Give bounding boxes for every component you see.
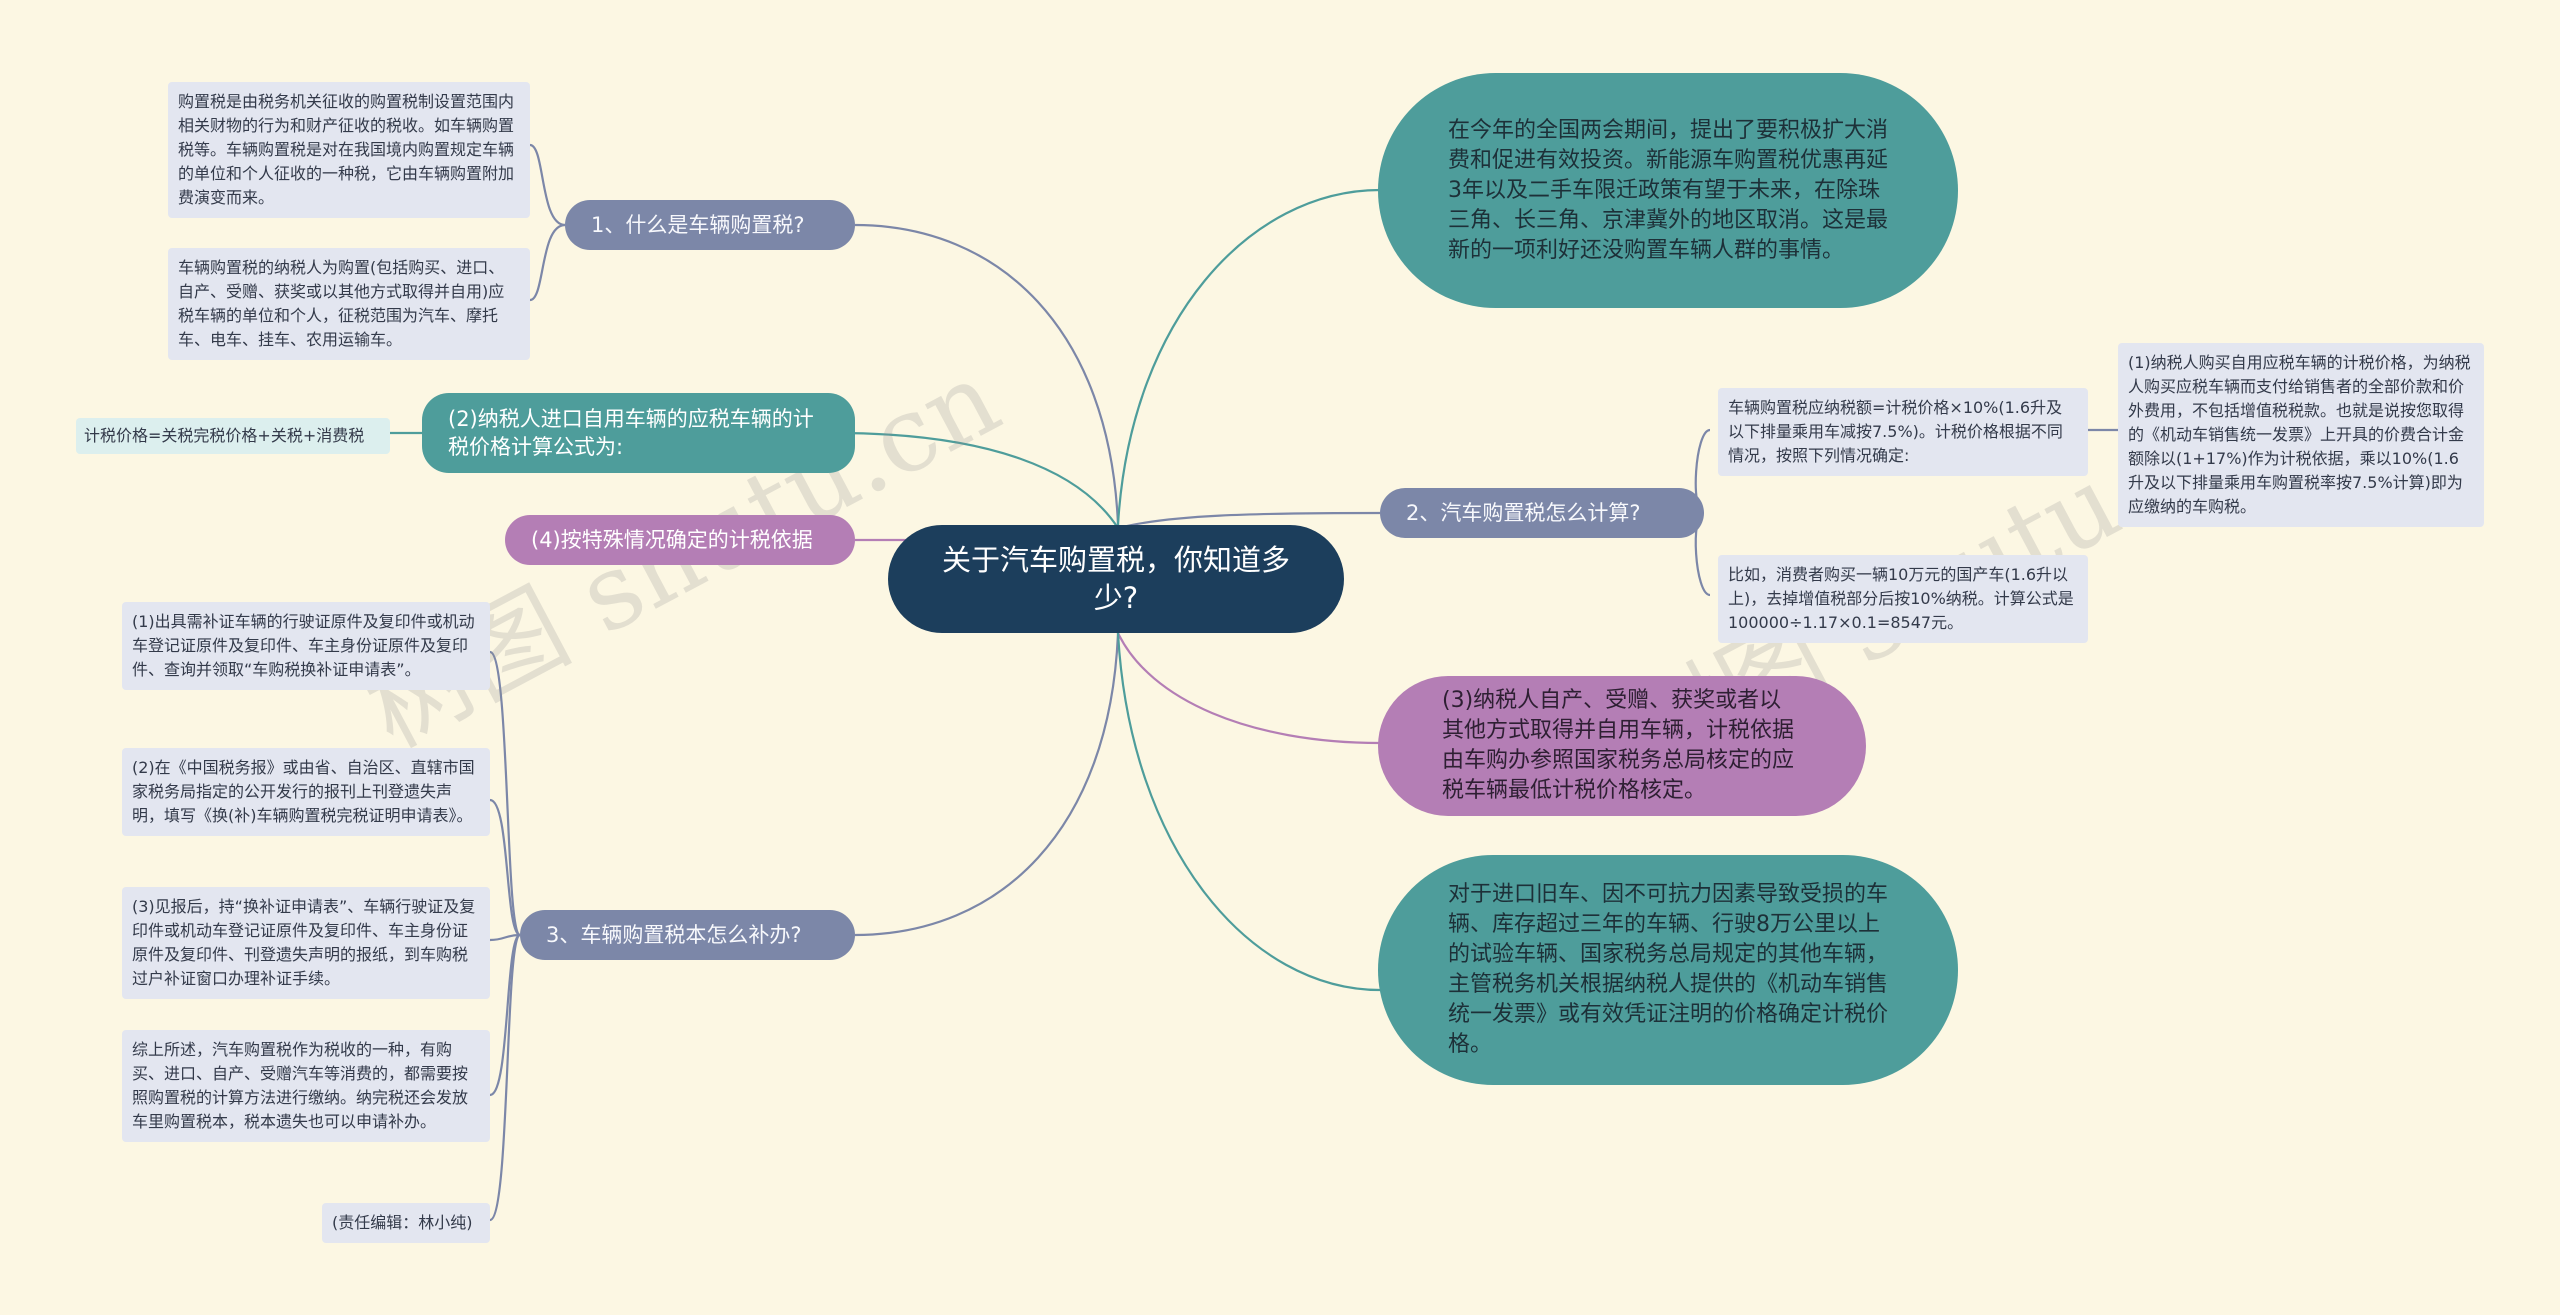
leaf-reissue-step-2[interactable]: (2)在《中国税务报》或由省、自治区、直辖市国家税务局指定的公开发行的报刊上刊登… xyxy=(122,748,490,836)
root-topic[interactable]: 关于汽车购置税，你知道多少? xyxy=(888,525,1344,633)
leaf-text: (1)纳税人购买自用应税车辆的计税价格，为纳税人购买应税车辆而支付给销售者的全部… xyxy=(2128,353,2471,516)
leaf-text: (1)出具需补证车辆的行驶证原件及复印件或机动车登记证原件及复印件、车主身份证原… xyxy=(132,612,475,679)
leaf-tax-price-formula[interactable]: 计税价格=关税完税价格+关税+消费税 xyxy=(76,418,390,454)
branch-label: (2)纳税人进口自用车辆的应税车辆的计税价格计算公式为: xyxy=(448,407,814,459)
branch-label: 3、车辆购置税本怎么补办? xyxy=(546,923,802,947)
branch-label: 1、什么是车辆购置税? xyxy=(591,213,805,237)
branch-what-is-purchase-tax[interactable]: 1、什么是车辆购置税? xyxy=(565,200,855,250)
intro-text: 在今年的全国两会期间，提出了要积极扩大消费和促进有效投资。新能源车购置税优惠再延… xyxy=(1448,117,1889,263)
leaf-self-use-price[interactable]: (1)纳税人购买自用应税车辆的计税价格，为纳税人购买应税车辆而支付给销售者的全部… xyxy=(2118,343,2484,527)
root-topic-label: 关于汽车购置税，你知道多少? xyxy=(941,543,1290,615)
leaf-reissue-step-3[interactable]: (3)见报后，持“换补证申请表”、车辆行驶证及复印件或机动车登记证原件及复印件、… xyxy=(122,887,490,999)
self-produced-bubble[interactable]: (3)纳税人自产、受赠、获奖或者以其他方式取得并自用车辆，计税依据由车购办参照国… xyxy=(1378,676,1866,816)
leaf-tax-definition[interactable]: 购置税是由税务机关征收的购置税制设置范围内相关财物的行为和财产征收的税收。如车辆… xyxy=(168,82,530,218)
leaf-reissue-step-1[interactable]: (1)出具需补证车辆的行驶证原件及复印件或机动车登记证原件及复印件、车主身份证原… xyxy=(122,602,490,690)
leaf-text: (2)在《中国税务报》或由省、自治区、直辖市国家税务局指定的公开发行的报刊上刊登… xyxy=(132,758,475,825)
branch-import-formula[interactable]: (2)纳税人进口自用车辆的应税车辆的计税价格计算公式为: xyxy=(422,393,855,473)
branch-special-basis[interactable]: (4)按特殊情况确定的计税依据 xyxy=(505,515,855,565)
leaf-text: 车辆购置税应纳税额=计税价格×10%(1.6升及以下排量乘用车减按7.5%)。计… xyxy=(1728,398,2063,465)
branch-how-to-calculate[interactable]: 2、汽车购置税怎么计算? xyxy=(1380,488,1704,538)
leaf-text: 综上所述，汽车购置税作为税收的一种，有购买、进口、自产、受赠汽车等消费的，都需要… xyxy=(132,1040,469,1131)
leaf-editor[interactable]: (责任编辑：林小纯) xyxy=(322,1203,490,1243)
leaf-text: 比如，消费者购买一辆10万元的国产车(1.6升以上)，去掉增值税部分后按10%纳… xyxy=(1728,565,2074,632)
branch-label: (4)按特殊情况确定的计税依据 xyxy=(531,528,813,552)
leaf-calc-example[interactable]: 比如，消费者购买一辆10万元的国产车(1.6升以上)，去掉增值税部分后按10%纳… xyxy=(1718,555,2088,643)
self-produced-text: (3)纳税人自产、受赠、获奖或者以其他方式取得并自用车辆，计税依据由车购办参照国… xyxy=(1442,688,1795,803)
leaf-text: 购置税是由税务机关征收的购置税制设置范围内相关财物的行为和财产征收的税收。如车辆… xyxy=(178,92,515,207)
leaf-text: (责任编辑：林小纯) xyxy=(332,1213,473,1232)
branch-label: 2、汽车购置税怎么计算? xyxy=(1406,501,1641,525)
imported-vehicle-text: 对于进口旧车、因不可抗力因素导致受损的车辆、库存超过三年的车辆、行驶8万公里以上… xyxy=(1448,882,1889,1057)
leaf-text: 车辆购置税的纳税人为购置(包括购买、进口、自产、受赠、获奖或以其他方式取得并自用… xyxy=(178,258,505,349)
intro-bubble[interactable]: 在今年的全国两会期间，提出了要积极扩大消费和促进有效投资。新能源车购置税优惠再延… xyxy=(1378,73,1958,308)
leaf-text: 计税价格=关税完税价格+关税+消费税 xyxy=(84,426,365,445)
leaf-summary[interactable]: 综上所述，汽车购置税作为税收的一种，有购买、进口、自产、受赠汽车等消费的，都需要… xyxy=(122,1030,490,1142)
leaf-taxpayer-scope[interactable]: 车辆购置税的纳税人为购置(包括购买、进口、自产、受赠、获奖或以其他方式取得并自用… xyxy=(168,248,530,360)
branch-reissue-certificate[interactable]: 3、车辆购置税本怎么补办? xyxy=(520,910,855,960)
leaf-text: (3)见报后，持“换补证申请表”、车辆行驶证及复印件或机动车登记证原件及复印件、… xyxy=(132,897,476,988)
leaf-calc-formula[interactable]: 车辆购置税应纳税额=计税价格×10%(1.6升及以下排量乘用车减按7.5%)。计… xyxy=(1718,388,2088,476)
imported-vehicle-bubble[interactable]: 对于进口旧车、因不可抗力因素导致受损的车辆、库存超过三年的车辆、行驶8万公里以上… xyxy=(1378,855,1958,1085)
